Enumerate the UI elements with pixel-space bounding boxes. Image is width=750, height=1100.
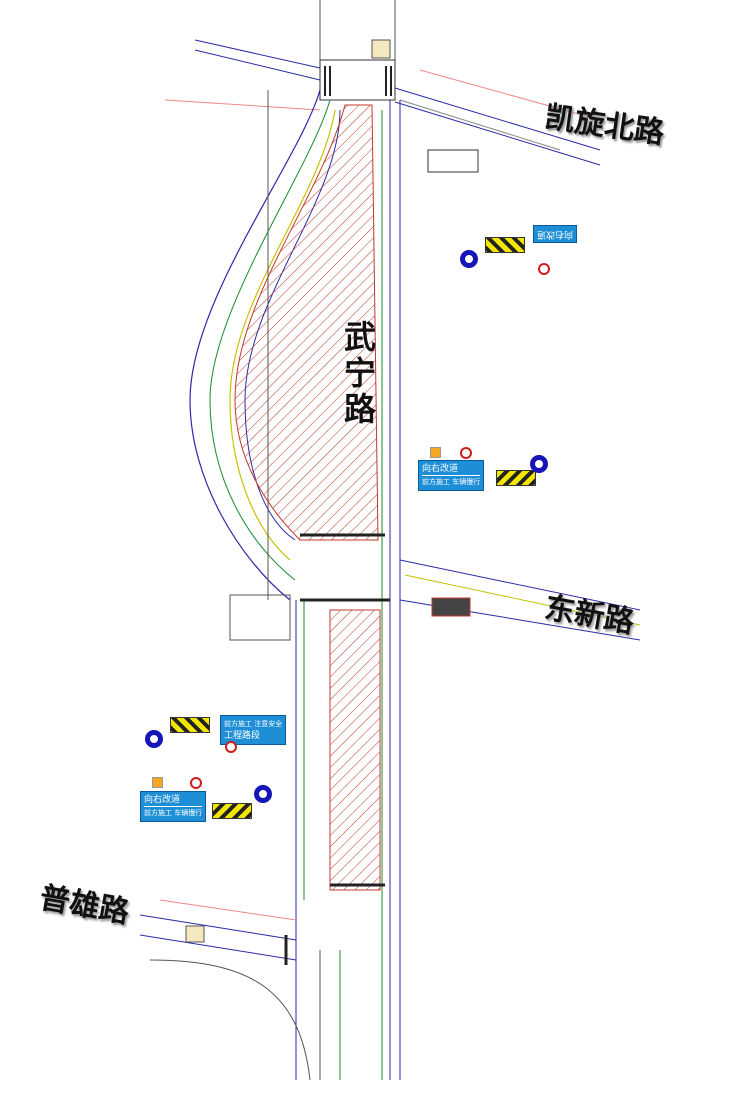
north-signal-box xyxy=(371,39,391,59)
sign-group-east: 向右改道 前方施工 车辆慢行 xyxy=(418,445,568,505)
detour-sign-text: 向右改道 xyxy=(422,464,459,474)
kaixuan-north-road xyxy=(164,39,601,166)
detour-sign-text: 向右改道 xyxy=(144,795,181,805)
construction-zone-north xyxy=(234,104,379,541)
detour-sub-left: 前方施工 xyxy=(144,809,172,817)
keep-right-icon xyxy=(460,250,478,268)
north-intersection xyxy=(319,59,396,101)
wuning-road xyxy=(295,0,401,1080)
work-zone-sign: 前方施工 注意安全 工程路段 xyxy=(220,715,287,745)
chevron-board xyxy=(485,237,525,253)
no-entry-icon xyxy=(538,263,550,275)
work-zone-text: 工程路段 xyxy=(224,731,261,741)
speed-limit-icon xyxy=(460,447,472,459)
speed-limit-icon xyxy=(190,777,202,789)
warning-lamp-icon xyxy=(430,447,441,458)
detour-sign: 向右改道 前方施工 车辆慢行 xyxy=(140,791,207,822)
north-crosswalks xyxy=(324,66,392,96)
warning-lamp-icon xyxy=(152,777,163,788)
detour-sign-text: 向右改道 xyxy=(537,229,574,239)
dongxin-road xyxy=(229,559,641,641)
keep-right-icon xyxy=(254,785,272,803)
construction-zone-south xyxy=(329,609,381,891)
detour-sub-right: 车辆慢行 xyxy=(174,809,203,817)
detour-sign: 向右改道 xyxy=(533,225,578,243)
detour-sign: 向右改道 前方施工 车辆慢行 xyxy=(418,460,485,491)
puxiong-road xyxy=(139,899,311,1081)
detour-sub-left: 前方施工 xyxy=(422,478,450,486)
keep-right-icon xyxy=(145,730,163,748)
sign-group-west-upper: 前方施工 注意安全 工程路段 xyxy=(140,695,290,755)
stop-lines xyxy=(300,533,390,887)
roadside-building xyxy=(427,149,479,173)
work-zone-top-text: 前方施工 注意安全 xyxy=(224,720,283,728)
sign-group-north: 向右改道 xyxy=(455,215,605,285)
road-label-wuning: 武宁路 xyxy=(339,320,377,428)
keep-right-icon xyxy=(530,455,548,473)
chevron-board xyxy=(212,803,252,819)
chevron-board xyxy=(496,470,536,486)
sign-group-west-lower: 向右改道 前方施工 车辆慢行 xyxy=(140,775,290,835)
detour-sub-right: 车辆慢行 xyxy=(452,478,481,486)
chevron-board xyxy=(170,717,210,733)
no-entry-icon xyxy=(225,741,237,753)
